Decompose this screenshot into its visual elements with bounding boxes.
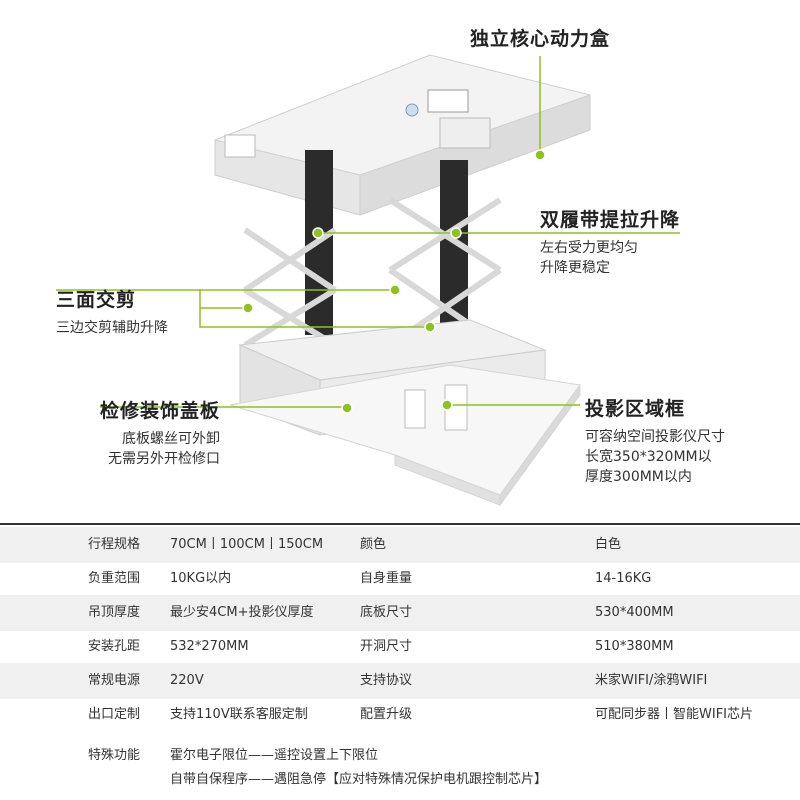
- spec-key: 支持协议: [360, 673, 413, 688]
- spec-value: 米家WIFI/涂鸦WIFI: [595, 673, 708, 688]
- callout-cover-plate: 检修装饰盖板 底板螺丝可外卸 无需另外开检修口: [100, 396, 220, 469]
- spec-value: 最少安4CM+投影仪厚度: [170, 605, 314, 620]
- callout-three-cross-title: 三面交剪: [56, 289, 137, 311]
- spec-value: 510*380MM: [595, 639, 674, 654]
- spec-key: 负重范围: [88, 571, 141, 586]
- projector-lift-illustration: [56, 54, 680, 507]
- callout-three-cross: 三面交剪 三边交剪辅助升降: [56, 285, 168, 338]
- spec-key: 安装孔距: [88, 639, 141, 654]
- callout-frame-line-1: 可容纳空间投影仪尺寸: [585, 429, 725, 445]
- spec-key: 底板尺寸: [360, 605, 413, 620]
- spec-row: 负重范围 10KG以内 自身重量 14-16KG: [0, 561, 800, 597]
- spec-value: 14-16KG: [595, 571, 652, 586]
- callout-double-belt-line-1: 左右受力更均匀: [540, 240, 638, 256]
- callout-power-box: 独立核心动力盒: [470, 24, 610, 51]
- spec-value: 70CM丨100CM丨150CM: [170, 537, 324, 552]
- callout-frame: 投影区域框 可容纳空间投影仪尺寸 长宽350*320MM以 厚度300MM以内: [585, 394, 725, 487]
- spec-row: 常规电源 220V 支持协议 米家WIFI/涂鸦WIFI: [0, 663, 800, 699]
- spec-key: 配置升级: [360, 707, 413, 722]
- special-features: 特殊功能 霍尔电子限位——遥控设置上下限位 自带自保程序——遇阻急停【应对特殊情…: [0, 730, 800, 800]
- spec-key: 开洞尺寸: [360, 639, 413, 654]
- spec-row: 安装孔距 532*270MM 开洞尺寸 510*380MM: [0, 629, 800, 665]
- spec-value: 220V: [170, 673, 204, 688]
- spec-row: 行程规格 70CM丨100CM丨150CM 颜色 白色: [0, 527, 800, 563]
- spec-row: 出口定制 支持110V联系客服定制 配置升级 可配同步器丨智能WIFI芯片: [0, 697, 800, 733]
- spec-row: 吊顶厚度 最少安4CM+投影仪厚度 底板尺寸 530*400MM: [0, 595, 800, 631]
- special-feature-line-2: 自带自保程序——遇阻急停【应对特殊情况保护电机跟控制芯片】: [170, 772, 548, 787]
- callout-double-belt-title: 双履带提拉升降: [540, 209, 681, 231]
- callout-three-cross-line-1: 三边交剪辅助升降: [56, 320, 168, 336]
- spec-key: 行程规格: [88, 537, 141, 552]
- spec-key: 吊顶厚度: [88, 605, 141, 620]
- spec-value: 白色: [595, 537, 622, 552]
- callout-double-belt: 双履带提拉升降 左右受力更均匀 升降更稳定: [540, 205, 680, 278]
- callout-power-box-title: 独立核心动力盒: [470, 28, 611, 50]
- special-feature-line-1: 霍尔电子限位——遥控设置上下限位: [170, 748, 379, 763]
- callout-frame-title: 投影区域框: [585, 398, 686, 420]
- callout-frame-line-3: 厚度300MM以内: [585, 469, 692, 485]
- spec-value: 支持110V联系客服定制: [170, 707, 308, 722]
- spec-value: 532*270MM: [170, 639, 249, 654]
- product-image: [56, 54, 680, 507]
- callout-cover-plate-line-2: 无需另外开检修口: [108, 451, 221, 467]
- callout-cover-plate-title: 检修装饰盖板: [100, 400, 221, 422]
- table-top-rule: [0, 523, 800, 525]
- callout-double-belt-line-2: 升降更稳定: [540, 260, 610, 276]
- spec-key: 出口定制: [88, 707, 141, 722]
- spec-value: 530*400MM: [595, 605, 674, 620]
- spec-key: 颜色: [360, 537, 387, 552]
- callout-cover-plate-line-1: 底板螺丝可外卸: [122, 431, 221, 447]
- spec-key: 常规电源: [88, 673, 141, 688]
- callout-frame-line-2: 长宽350*320MM以: [585, 449, 712, 465]
- spec-key: 自身重量: [360, 571, 413, 586]
- spec-value: 10KG以内: [170, 571, 232, 586]
- special-features-label: 特殊功能: [88, 748, 141, 763]
- spec-value: 可配同步器丨智能WIFI芯片: [595, 707, 753, 722]
